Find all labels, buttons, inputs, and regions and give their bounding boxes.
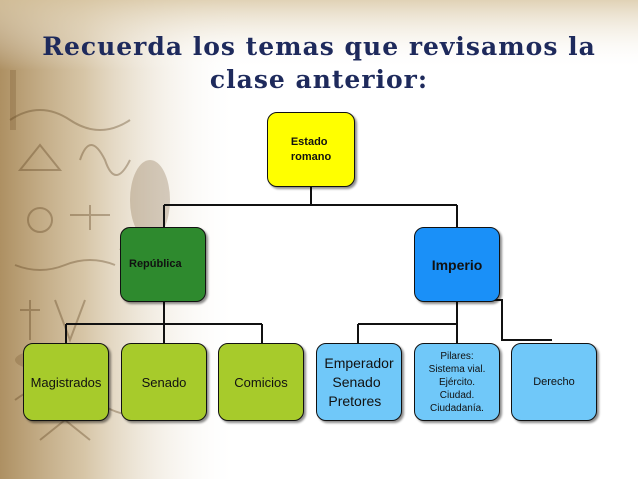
- node-magistrados: Magistrados: [23, 343, 109, 421]
- node-pilares-line-1: Pilares:: [440, 350, 474, 362]
- title-line-2: clase anterior:: [209, 65, 429, 94]
- slide-title: Recuerda los temas que revisamos la clas…: [30, 30, 608, 96]
- node-magistrados-label: Magistrados: [30, 374, 102, 390]
- node-pilares: Pilares: Sistema vial. Ejército. Ciudad.…: [414, 343, 500, 421]
- node-comicios-label: Comicios: [234, 374, 288, 390]
- node-emperador-line-1: Emperador: [324, 354, 394, 371]
- node-emperador-line-2: Senado: [332, 373, 381, 390]
- node-pilares-line-4: Ciudad.: [439, 389, 475, 401]
- node-estado-romano-line-1: Estado: [290, 135, 328, 148]
- node-comicios: Comicios: [218, 343, 304, 421]
- node-pilares-line-3: Ejército.: [438, 376, 476, 388]
- node-imperio-label: Imperio: [431, 256, 483, 273]
- node-derecho-label: Derecho: [533, 376, 575, 388]
- node-imperio: Imperio: [414, 227, 500, 302]
- node-senado-label: Senado: [141, 374, 187, 390]
- node-republica: República: [120, 227, 206, 302]
- node-emperador: Emperador Senado Pretores: [316, 343, 402, 421]
- node-pilares-line-5: Ciudadanía.: [430, 402, 484, 414]
- node-derecho: Derecho: [511, 343, 597, 421]
- node-pilares-line-2: Sistema vial.: [428, 363, 486, 375]
- node-republica-label: República: [129, 258, 182, 270]
- node-senado: Senado: [121, 343, 207, 421]
- title-line-1: Recuerda los temas que revisamos la: [42, 32, 596, 61]
- node-estado-romano-line-2: romano: [290, 150, 332, 163]
- node-emperador-line-3: Pretores: [328, 392, 382, 409]
- connector-to-derecho: [485, 299, 552, 341]
- node-estado-romano: Estado romano: [267, 112, 355, 187]
